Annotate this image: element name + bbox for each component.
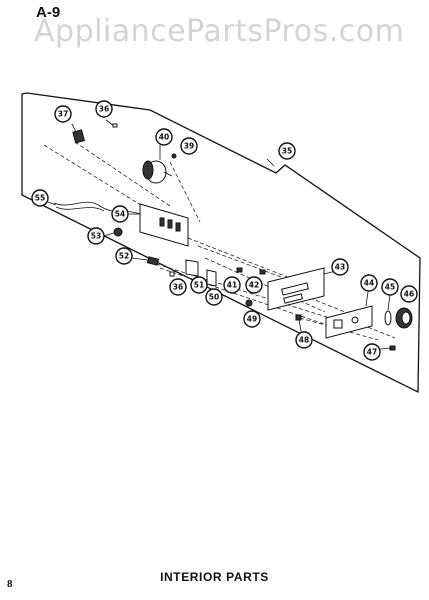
- part-screw-48: [295, 314, 302, 321]
- page-number: 8: [7, 578, 13, 590]
- svg-text:45: 45: [385, 283, 395, 292]
- svg-text:48: 48: [299, 336, 309, 345]
- callout-40: 40: [155, 128, 173, 146]
- callout-45: 45: [381, 278, 399, 296]
- svg-text:54: 54: [115, 210, 125, 219]
- svg-text:50: 50: [209, 293, 219, 302]
- callout-36-bottom: 36: [169, 278, 187, 296]
- callout-52: 52: [115, 247, 133, 265]
- callout-leaders: [47, 123, 391, 351]
- svg-text:41: 41: [227, 281, 237, 290]
- part-screw-36-bottom: [169, 271, 175, 277]
- callout-39: 39: [180, 137, 198, 155]
- callout-51: 51: [190, 276, 208, 294]
- callout-54: 54: [111, 205, 129, 223]
- callout-44: 44: [360, 274, 378, 292]
- part-mounting-plate-54: [139, 203, 189, 247]
- svg-text:36: 36: [99, 105, 109, 114]
- svg-text:52: 52: [119, 252, 129, 261]
- svg-text:36: 36: [173, 283, 183, 292]
- svg-text:55: 55: [35, 194, 45, 203]
- part-control-panel-43: [267, 267, 325, 311]
- svg-text:40: 40: [159, 133, 169, 142]
- page-code: A-9: [36, 4, 61, 21]
- svg-text:42: 42: [249, 281, 259, 290]
- part-bracket-51: [185, 259, 199, 277]
- part-nut-49: [245, 299, 253, 307]
- svg-text:49: 49: [247, 315, 257, 324]
- callout-35: 35: [278, 142, 296, 160]
- svg-text:46: 46: [404, 290, 414, 299]
- part-screw-47: [389, 345, 396, 351]
- part-spring-42: [259, 269, 266, 275]
- callout-36-top: 36: [95, 100, 113, 118]
- dashed-guide-lines: [43, 141, 396, 341]
- callout-48: 48: [295, 331, 313, 349]
- callout-41: 41: [223, 276, 241, 294]
- callout-46: 46: [400, 285, 418, 303]
- part-spring-41: [236, 267, 243, 273]
- svg-text:37: 37: [58, 110, 68, 119]
- part-knob-46: [395, 307, 413, 329]
- svg-text:47: 47: [367, 348, 377, 357]
- diagram-caption: INTERIOR PARTS: [160, 570, 269, 584]
- site-watermark: AppliancePartsPros.com: [34, 14, 405, 49]
- svg-text:35: 35: [282, 147, 292, 156]
- callout-43: 43: [331, 258, 349, 276]
- callout-55: 55: [31, 189, 49, 207]
- callout-49: 49: [243, 310, 261, 328]
- part-screw-39: [171, 153, 177, 159]
- part-faceplate-44: [325, 305, 373, 339]
- part-clip-52: [146, 256, 160, 266]
- svg-text:53: 53: [91, 232, 101, 241]
- svg-text:51: 51: [194, 281, 204, 290]
- part-motor-40: [142, 160, 173, 184]
- callout-42: 42: [245, 276, 263, 294]
- part-bracket-37: [72, 129, 85, 144]
- part-bracket-50: [206, 269, 217, 287]
- callout-50: 50: [205, 288, 223, 306]
- callout-37: 37: [54, 105, 72, 123]
- svg-text:44: 44: [364, 279, 374, 288]
- svg-text:39: 39: [184, 142, 194, 151]
- part-nut-53: [113, 227, 123, 237]
- callout-53: 53: [87, 227, 105, 245]
- svg-text:43: 43: [335, 263, 345, 272]
- part-washer-45: [384, 310, 392, 326]
- callout-47: 47: [363, 343, 381, 361]
- part-screw-36-top: [105, 119, 118, 128]
